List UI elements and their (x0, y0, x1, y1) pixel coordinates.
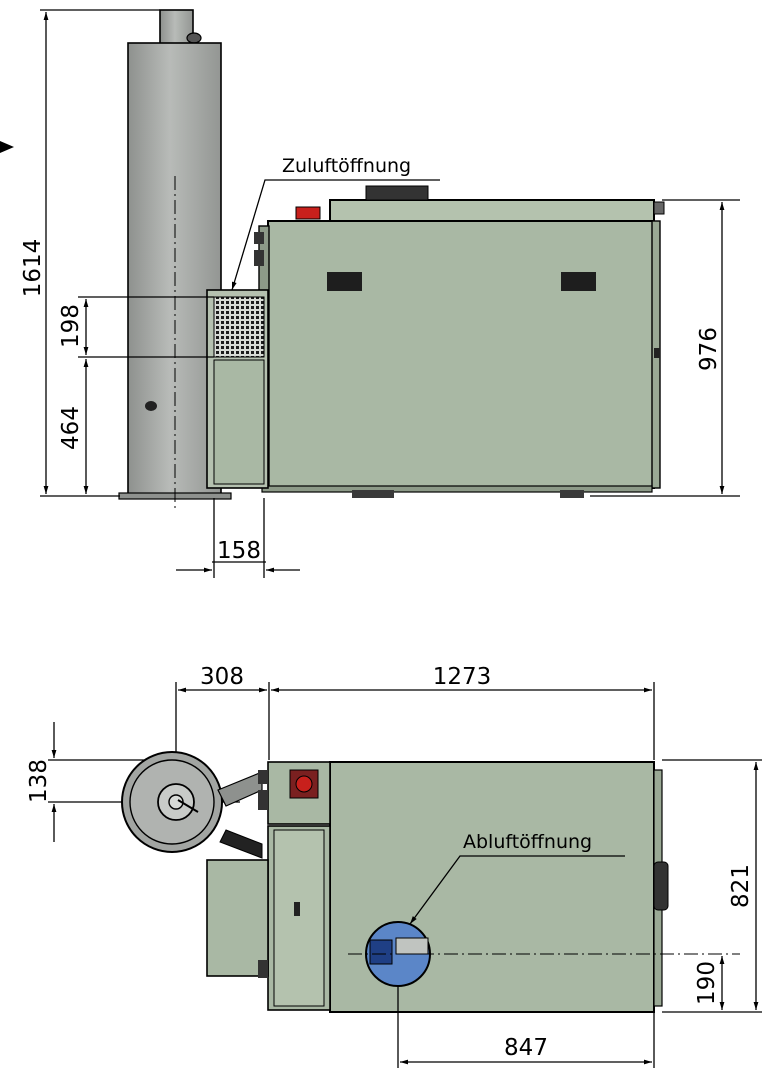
plan-view: 308 1273 138 (26, 664, 762, 1068)
plan-inlet-box (206, 859, 269, 977)
top-red-indicator (295, 206, 321, 220)
housing-main (267, 220, 655, 489)
plan-red-knob (295, 775, 313, 793)
chimney-plan-hook (177, 799, 199, 813)
inlet-lower-panel (213, 359, 265, 485)
inlet-label: Zuluftöffnung (282, 155, 411, 177)
plan-right-handle (653, 861, 669, 911)
dim-inlet-depth: 158 (217, 538, 261, 564)
dim-chimney-y-offset: 138 (26, 759, 52, 803)
outlet-pipe (395, 937, 429, 955)
chimney-hose (219, 829, 263, 859)
handle-right (561, 272, 596, 291)
chimney-clamp (186, 32, 202, 44)
inlet-grille (213, 296, 265, 358)
chimney-connector (217, 771, 263, 807)
dim-body-height: 976 (696, 327, 722, 371)
side-knob (654, 348, 660, 358)
view-marker-arrow (0, 141, 14, 153)
housing-bottom-rail (261, 485, 653, 493)
chimney-port (145, 401, 157, 411)
dim-body-length: 1273 (433, 664, 492, 690)
dim-outlet-y: 190 (694, 961, 720, 1005)
dim-chimney-offset: 308 (200, 664, 244, 690)
foot-left (352, 490, 394, 498)
handle-left (327, 272, 362, 291)
dim-inlet-offset: 464 (58, 406, 84, 450)
dim-body-width: 821 (728, 864, 754, 908)
inlet-leader (231, 179, 440, 291)
plan-left-fitting-1 (258, 770, 268, 784)
outlet-label: Abluftöffnung (463, 831, 592, 853)
outlet-dark (369, 939, 393, 965)
housing-side-bump (653, 201, 665, 215)
outlet-leader (409, 855, 625, 925)
plan-side-module-inner (273, 829, 325, 1007)
dim-outlet-x: 847 (504, 1035, 548, 1061)
plan-left-fitting-3 (258, 960, 268, 978)
foot-right (560, 490, 584, 498)
housing-top-vent (365, 185, 429, 201)
plan-side-knob (294, 902, 300, 916)
plan-left-fitting-2 (258, 790, 268, 810)
dim-inlet-height: 198 (58, 304, 84, 348)
dim-total-height: 1614 (20, 239, 46, 298)
left-fitting-2 (254, 250, 264, 266)
housing-top-lid (329, 199, 655, 223)
left-fitting-1 (254, 232, 264, 244)
side-view: Zuluftöffnung 1614 198 464 158 976 (0, 9, 740, 578)
